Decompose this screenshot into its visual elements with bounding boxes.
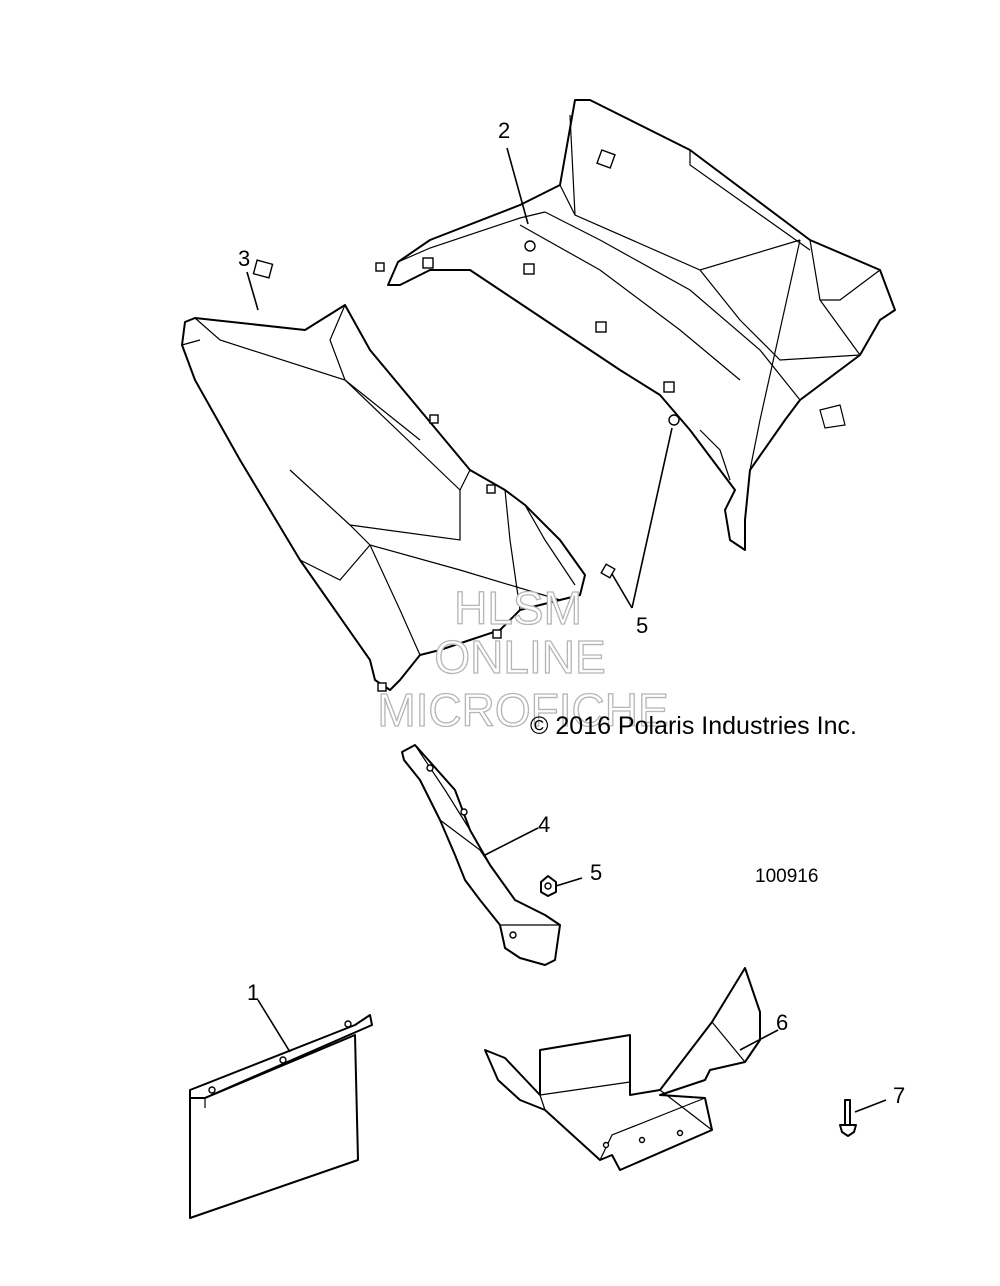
callout-6: 6: [776, 1010, 788, 1035]
part-4-splash-guard[interactable]: [401, 744, 561, 966]
part-5-fastener-lower[interactable]: [540, 875, 557, 897]
callout-1: 1: [247, 980, 259, 1005]
watermark-line-2: ONLINE: [434, 631, 605, 683]
part-6-skid-plate[interactable]: [484, 967, 761, 1171]
drawing-number: 100916: [755, 866, 818, 887]
watermark-line-3: MICROFICHE: [377, 684, 668, 736]
part-1-mud-flap[interactable]: [189, 1014, 373, 1219]
callout-5-upper: 5: [636, 613, 648, 638]
callout-7: 7: [893, 1083, 905, 1108]
part-2-rear-panel[interactable]: [387, 99, 896, 551]
part-7-push-rivet[interactable]: [839, 1099, 857, 1137]
leader-lines: [246, 147, 887, 1113]
part-3-side-panel[interactable]: [181, 259, 586, 692]
callout-2: 2: [498, 118, 510, 143]
callout-4: 4: [538, 812, 550, 837]
watermark: HLSM ONLINE MICROFICHE: [377, 581, 670, 736]
callout-3: 3: [238, 246, 250, 271]
callout-5-lower: 5: [590, 860, 602, 885]
copyright-notice: © 2016 Polaris Industries Inc.: [530, 712, 857, 740]
watermark-line-1: HLSM: [454, 582, 582, 634]
part-5-fastener-upper[interactable]: [524, 240, 680, 579]
